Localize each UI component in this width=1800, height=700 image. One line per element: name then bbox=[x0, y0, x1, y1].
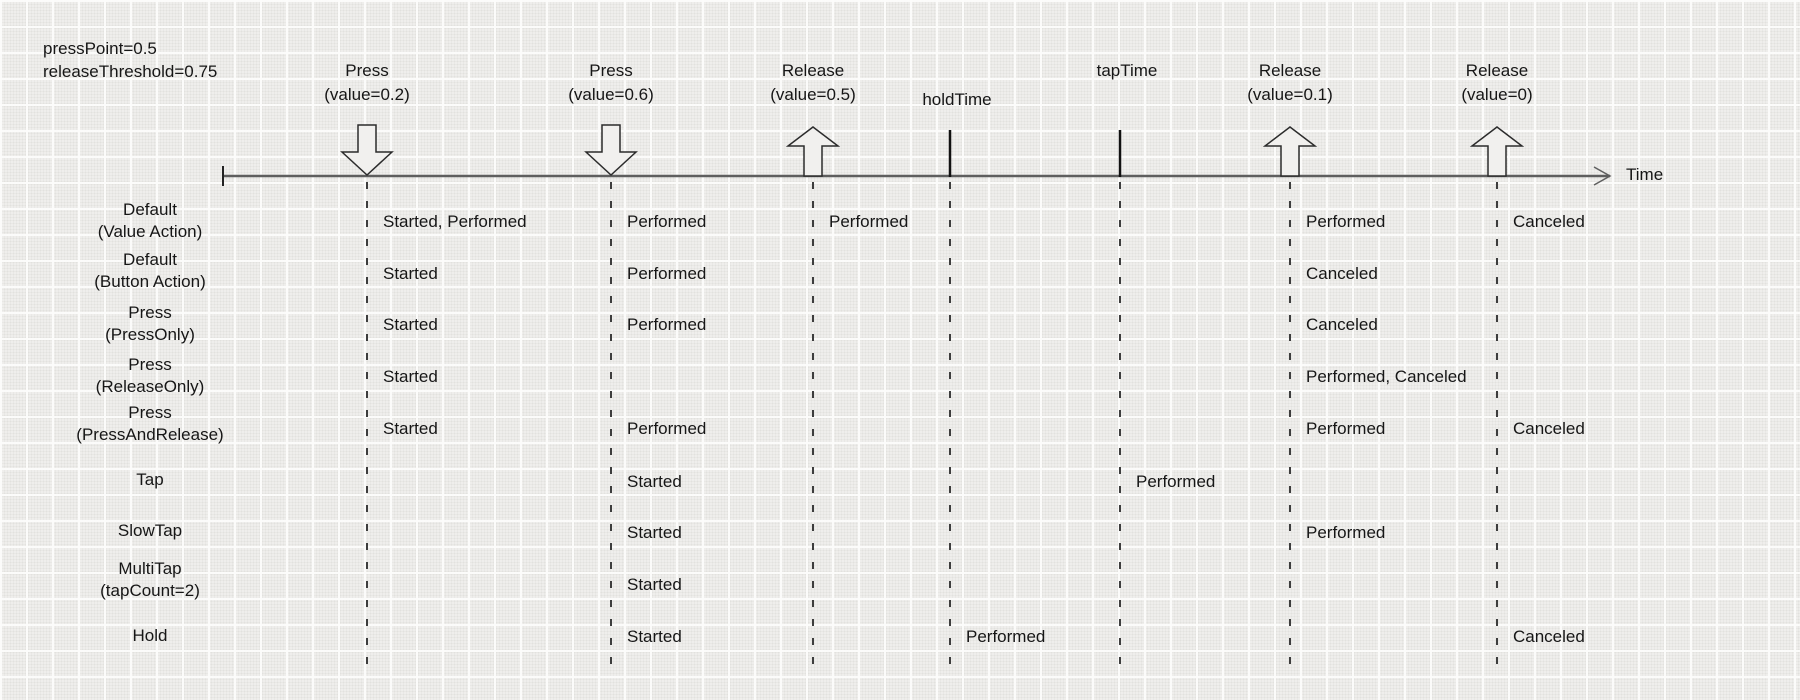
event-label-release-value-0: Release (value=0) bbox=[1461, 59, 1532, 107]
row-label-line: (ReleaseOnly) bbox=[95, 377, 205, 396]
event-label-release-value-0-5: Release (value=0.5) bbox=[770, 59, 856, 107]
row-label-line: (PressOnly) bbox=[105, 325, 195, 344]
event-label-press-value-0-2: Press (value=0.2) bbox=[324, 59, 410, 107]
phase-cell-default-button-action: Started bbox=[383, 264, 438, 283]
phase-cell-multi-tap: Started bbox=[627, 575, 682, 594]
event-label-line: (value=0) bbox=[1461, 85, 1533, 104]
row-label-tap: Tap bbox=[136, 469, 163, 491]
phase-cell-press-press-and-release: Started bbox=[383, 419, 438, 438]
row-label-line: Default bbox=[123, 250, 177, 269]
event-label-line: (value=0.6) bbox=[568, 85, 654, 104]
phase-cell-default-value-action: Started, Performed bbox=[383, 212, 527, 231]
phase-cell-press-press-and-release: Performed bbox=[627, 419, 707, 438]
event-label-line: Release bbox=[1258, 61, 1322, 80]
event-label-line: Press bbox=[345, 61, 389, 80]
release-up-arrow-icon bbox=[1469, 126, 1525, 177]
row-label-line: Press bbox=[128, 303, 172, 322]
row-label-press-press-only: Press (PressOnly) bbox=[105, 302, 195, 346]
row-label-line: Press bbox=[128, 403, 172, 422]
row-label-default-button-action: Default (Button Action) bbox=[94, 249, 206, 293]
press-point-param: pressPoint=0.5 bbox=[43, 39, 157, 58]
row-label-line: (Button Action) bbox=[94, 272, 206, 291]
event-label-line: holdTime bbox=[922, 90, 992, 109]
phase-cell-press-press-only: Canceled bbox=[1306, 315, 1378, 334]
time-axis-label: Time bbox=[1626, 165, 1664, 184]
event-label-tap-time: tapTime bbox=[1097, 59, 1158, 83]
event-label-hold-time: holdTime bbox=[922, 88, 991, 112]
parameters-note: pressPoint=0.5 releaseThreshold=0.75 bbox=[43, 37, 217, 83]
row-label-line: SlowTap bbox=[117, 521, 183, 540]
phase-cell-slow-tap: Performed bbox=[1306, 523, 1386, 542]
time-axis-arrowhead-icon bbox=[1593, 166, 1612, 186]
press-down-arrow-icon bbox=[584, 124, 638, 177]
row-label-line: Press bbox=[128, 355, 172, 374]
phase-cell-hold: Performed bbox=[966, 627, 1046, 646]
phase-cell-slow-tap: Started bbox=[627, 523, 682, 542]
phase-cell-press-press-and-release: Performed bbox=[1306, 419, 1386, 438]
release-threshold-param: releaseThreshold=0.75 bbox=[43, 62, 218, 81]
row-label-default-value-action: Default (Value Action) bbox=[98, 199, 203, 243]
event-label-line: Press bbox=[589, 61, 633, 80]
row-label-line: (PressAndRelease) bbox=[76, 425, 224, 444]
event-label-line: (value=0.1) bbox=[1247, 85, 1333, 104]
row-label-multi-tap: MultiTap (tapCount=2) bbox=[100, 558, 200, 602]
row-label-line: MultiTap bbox=[118, 559, 182, 578]
row-label-line: Default bbox=[123, 200, 177, 219]
phase-cell-press-press-and-release: Canceled bbox=[1513, 419, 1585, 438]
row-label-line: Tap bbox=[136, 470, 164, 489]
phase-cell-default-button-action: Performed bbox=[627, 264, 707, 283]
row-label-press-release-only: Press (ReleaseOnly) bbox=[96, 354, 205, 398]
phase-cell-hold: Canceled bbox=[1513, 627, 1585, 646]
phase-cell-default-value-action: Canceled bbox=[1513, 212, 1585, 231]
event-label-line: tapTime bbox=[1096, 61, 1158, 80]
phase-cell-default-button-action: Canceled bbox=[1306, 264, 1378, 283]
row-label-line: (tapCount=2) bbox=[100, 581, 200, 600]
event-label-line: Release bbox=[781, 61, 845, 80]
row-label-line: (Value Action) bbox=[97, 222, 203, 241]
press-down-arrow-icon bbox=[340, 124, 394, 177]
event-label-line: (value=0.5) bbox=[770, 85, 856, 104]
phase-cell-hold: Started bbox=[627, 627, 682, 646]
event-label-line: Release bbox=[1465, 61, 1529, 80]
row-label-hold: Hold bbox=[133, 625, 168, 647]
row-label-press-press-and-release: Press (PressAndRelease) bbox=[76, 402, 223, 446]
event-label-line: (value=0.2) bbox=[324, 85, 410, 104]
phase-cell-default-value-action: Performed bbox=[829, 212, 909, 231]
phase-cell-press-release-only: Started bbox=[383, 367, 438, 386]
phase-cell-tap: Performed bbox=[1136, 472, 1216, 491]
release-up-arrow-icon bbox=[785, 126, 841, 177]
phase-cell-tap: Started bbox=[627, 472, 682, 491]
row-label-slow-tap: SlowTap bbox=[118, 520, 182, 542]
release-up-arrow-icon bbox=[1262, 126, 1318, 177]
phase-cell-default-value-action: Performed bbox=[1306, 212, 1386, 231]
phase-cell-press-release-only: Performed, Canceled bbox=[1306, 367, 1467, 386]
phase-cell-default-value-action: Performed bbox=[627, 212, 707, 231]
phase-cell-press-press-only: Performed bbox=[627, 315, 707, 334]
event-label-press-value-0-6: Press (value=0.6) bbox=[568, 59, 654, 107]
event-label-release-value-0-1: Release (value=0.1) bbox=[1247, 59, 1333, 107]
phase-cell-press-press-only: Started bbox=[383, 315, 438, 334]
row-label-line: Hold bbox=[132, 626, 168, 645]
